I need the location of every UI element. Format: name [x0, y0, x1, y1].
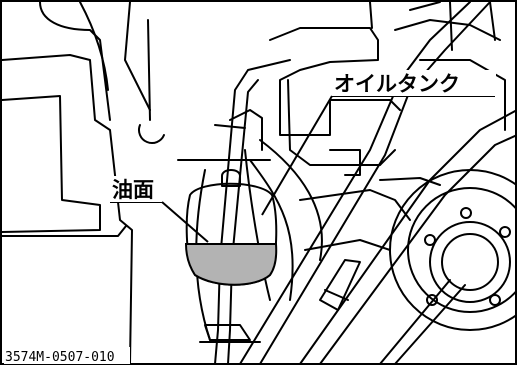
oil-tank-label: オイルタンク	[334, 72, 460, 96]
oil-level-label-bg	[110, 176, 162, 202]
oil-level-label: 油面	[112, 178, 154, 202]
figure-code: 3574M-0507-010	[5, 350, 115, 365]
oil-level-leader	[161, 201, 209, 243]
oil-tank-leader	[261, 95, 333, 216]
oil-tank-label-bg	[332, 70, 496, 96]
oil-fill	[184, 243, 278, 286]
figure-code-bg	[4, 347, 130, 364]
